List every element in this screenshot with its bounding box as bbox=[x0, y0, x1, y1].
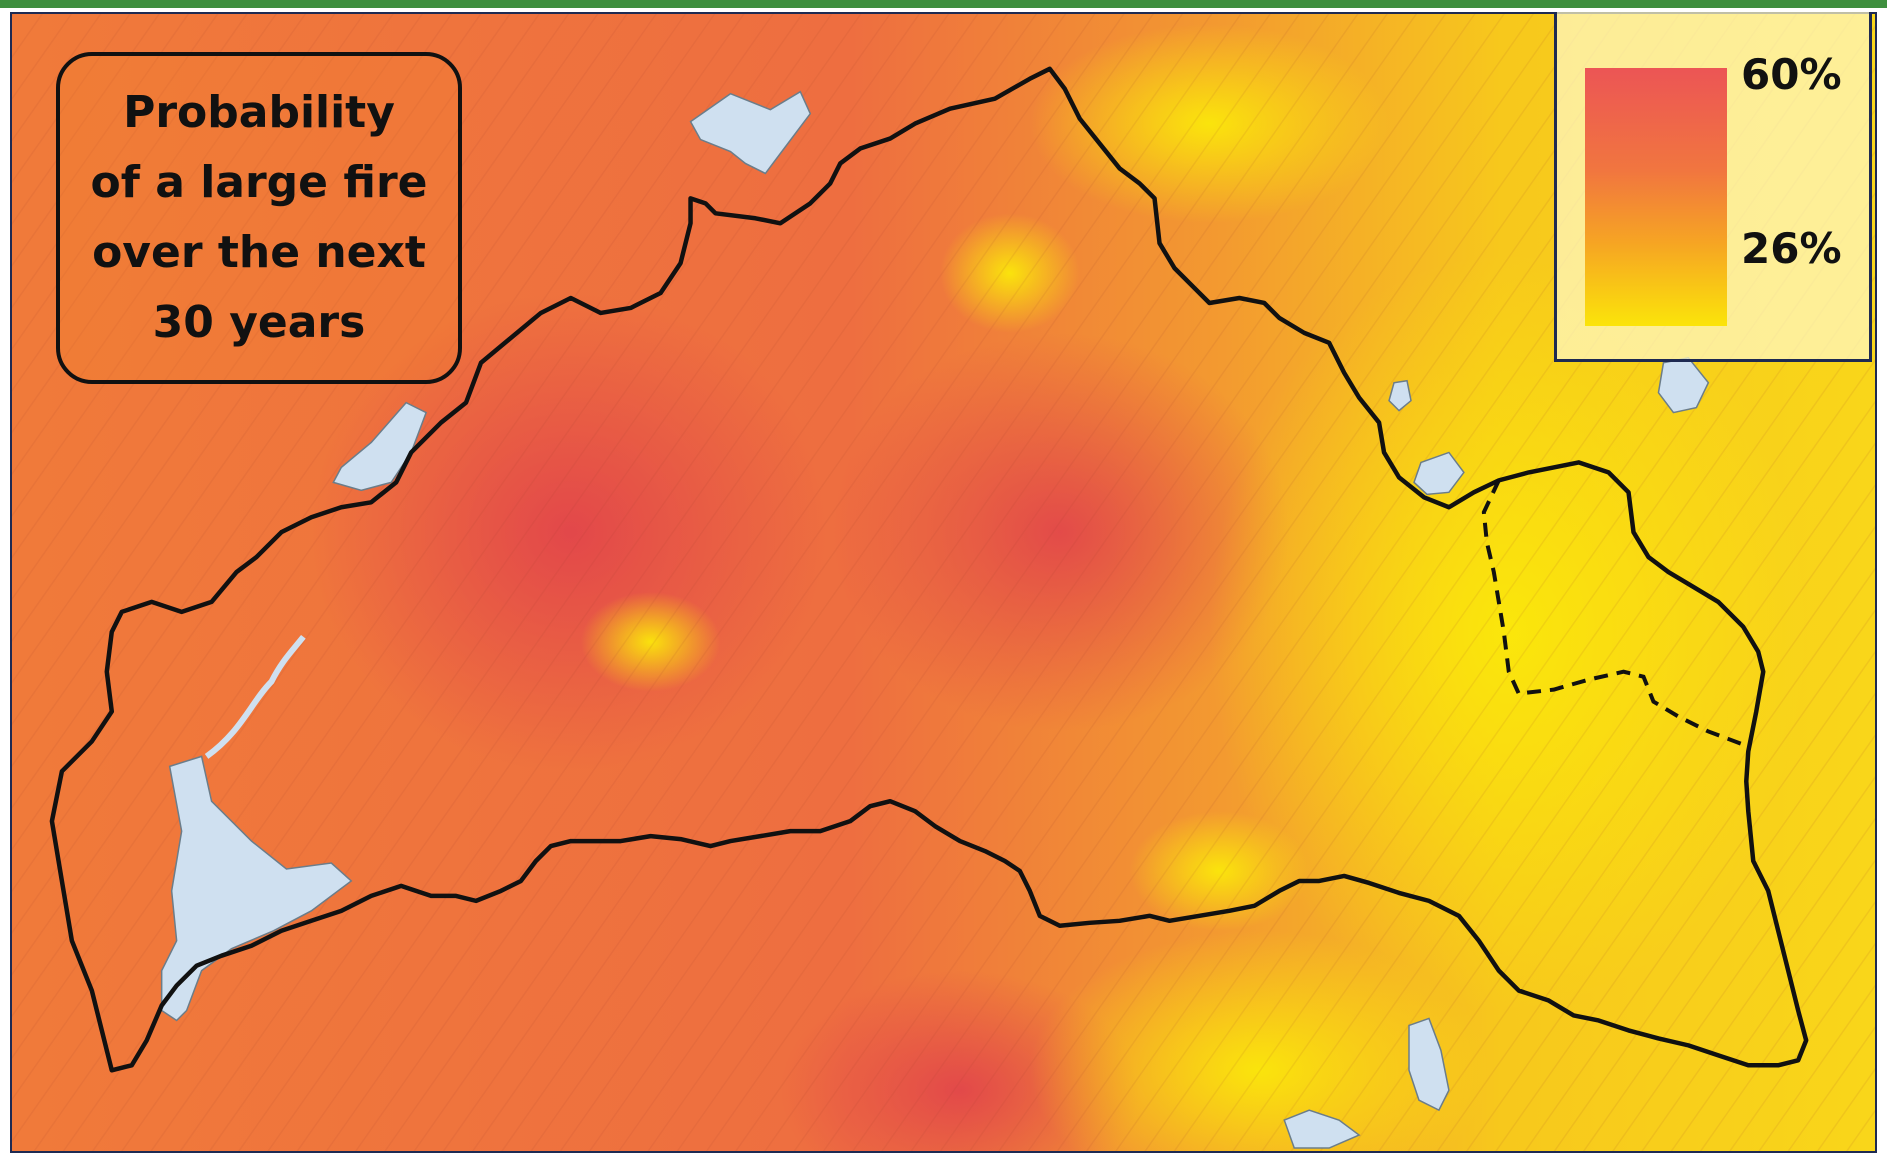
lake bbox=[689, 90, 812, 175]
sub-watershed-boundary bbox=[1481, 479, 1749, 749]
legend-mid-label: 26% bbox=[1741, 224, 1842, 273]
watershed-boundary bbox=[49, 66, 1809, 1073]
map-title-box: Probability of a large fire over the nex… bbox=[56, 52, 462, 384]
legend-color-ramp bbox=[1585, 68, 1727, 326]
top-rule bbox=[0, 0, 1887, 8]
title-line: 30 years bbox=[152, 297, 366, 348]
lake bbox=[1408, 1017, 1450, 1112]
probability-legend: 60% 26% bbox=[1554, 12, 1872, 362]
lake bbox=[1388, 379, 1412, 412]
legend-max-label: 60% bbox=[1741, 50, 1842, 99]
title-line: over the next bbox=[92, 227, 426, 278]
lake bbox=[1413, 451, 1465, 496]
reservoir bbox=[160, 755, 353, 1022]
river bbox=[204, 634, 306, 759]
map-title: Probability of a large fire over the nex… bbox=[79, 78, 439, 358]
title-line: Probability bbox=[123, 87, 395, 138]
title-line: of a large fire bbox=[90, 157, 428, 208]
lake bbox=[332, 401, 428, 492]
lake bbox=[1283, 1109, 1361, 1149]
